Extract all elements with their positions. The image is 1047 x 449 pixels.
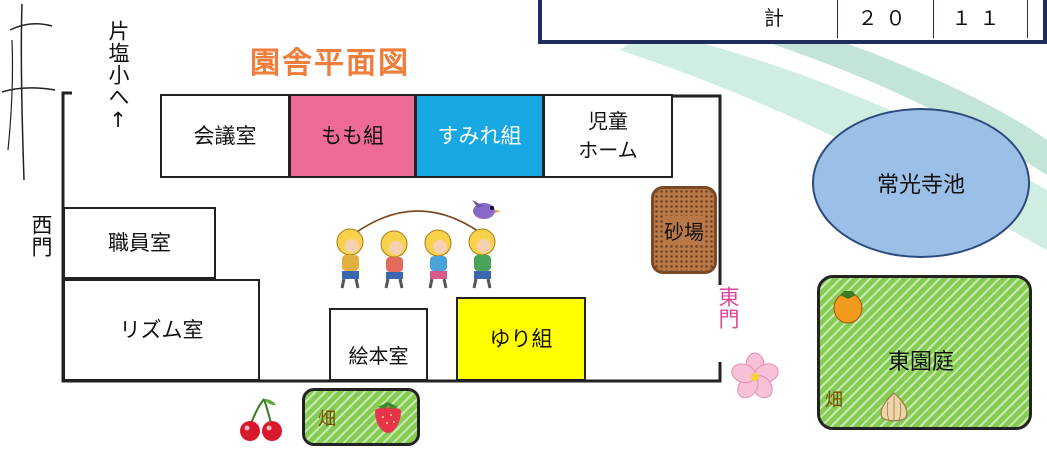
flower-icon [731, 352, 779, 399]
room-momo: もも組 [289, 94, 416, 178]
sandbox-label: 砂場 [663, 215, 705, 245]
room-kaigi: 会議室 [160, 94, 290, 178]
west-gate: 西門 [29, 214, 53, 258]
summary-table: 計 ２０ １１ [538, 0, 1047, 44]
pond: 常光寺池 [812, 108, 1030, 258]
room-jido-line1: 児童 [588, 109, 628, 133]
persimmon-icon [833, 291, 863, 324]
side-note: 片塩小へ↑ [106, 20, 130, 133]
east-garden-label: 東園庭 [888, 350, 955, 375]
room-jido: 児童 ホーム [543, 94, 673, 178]
child-1 [336, 228, 364, 289]
room-shokuin: 職員室 [63, 207, 216, 279]
children-illustration [336, 210, 496, 289]
cherry-icon [240, 398, 282, 441]
east-gate: 東門 [716, 286, 740, 330]
room-jido-line2: ホーム [578, 138, 638, 162]
table-label-cell: 計 [542, 0, 837, 38]
table-label: 計 [764, 5, 792, 30]
table-value-2: １１ [932, 0, 1028, 38]
east-garden-field-label: 畑 [825, 390, 843, 411]
decorative-ribbon [620, 20, 1047, 250]
strawberry-icon [375, 402, 401, 433]
room-sumire: すみれ組 [415, 94, 544, 178]
onion-icon [880, 392, 908, 422]
room-yuri: ゆり組 [456, 297, 586, 381]
bottom-field: 畑 [302, 388, 420, 446]
room-rhythm: リズム室 [63, 279, 260, 381]
bottom-field-label: 畑 [318, 409, 336, 430]
east-garden: 東園庭 畑 [817, 275, 1032, 430]
bird-icon [472, 200, 501, 219]
child-2 [380, 230, 408, 289]
child-3 [424, 229, 452, 289]
site-boundary [61, 91, 722, 383]
table-value-1: ２０ [837, 0, 934, 38]
sandbox: 砂場 [651, 186, 717, 274]
room-ehon: 絵本室 [329, 308, 428, 381]
page-title: 園舎平面図 [250, 46, 410, 81]
child-4 [468, 228, 496, 289]
handwritten-mark [1, 3, 56, 181]
